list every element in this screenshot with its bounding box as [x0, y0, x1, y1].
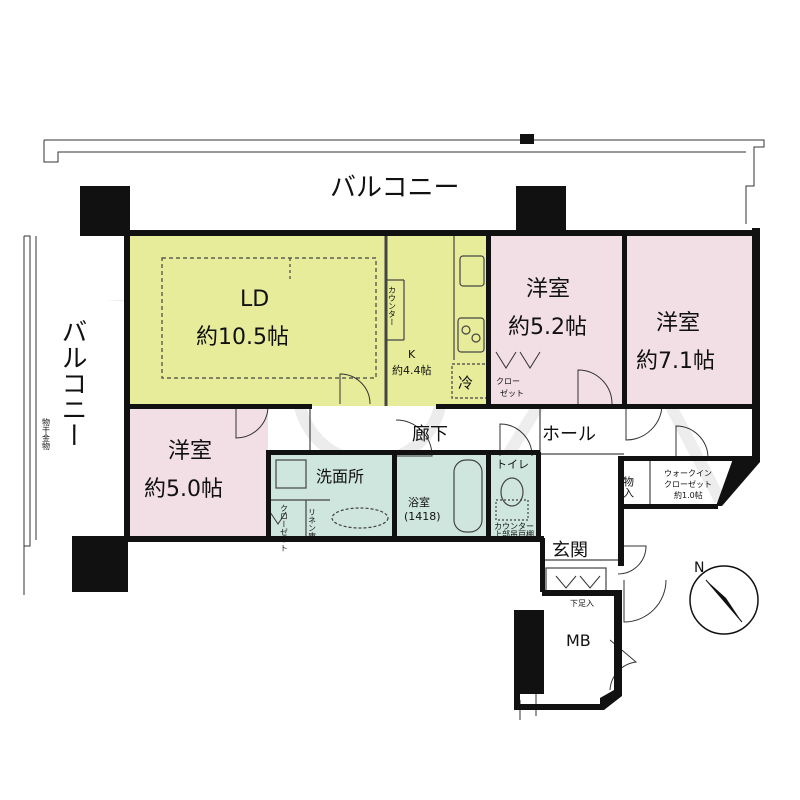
balcony-top-label: バルコニー [330, 173, 459, 203]
bedroom-71 [626, 232, 754, 406]
interior-lines [161, 236, 651, 595]
bedroom-52 [490, 234, 624, 406]
toilet-fill [490, 454, 538, 538]
north-label: N [694, 560, 704, 576]
closet-52-label-2: ゼット [500, 388, 524, 398]
bedroom-50-size: 約5.0帖 [144, 477, 223, 502]
kitchen-room [386, 236, 488, 406]
balcony-left-label: バルコニー [57, 318, 87, 448]
drying-rack-label: 物干金物 [42, 417, 51, 451]
closet-50-label: クローゼット [280, 504, 289, 552]
door-swings [235, 351, 709, 720]
corridor-label: 廊下 [412, 424, 448, 445]
svg-text:バルコニー: バルコニー [57, 318, 87, 448]
walkin-label-2: クローゼット [664, 479, 712, 489]
balcony-top-outline [43, 134, 765, 224]
walkin-label-1: ウォークイン [664, 469, 712, 478]
hall-label: ホール [542, 424, 596, 445]
bath-fill [396, 454, 488, 538]
toilet-label: トイレ [496, 458, 529, 471]
entrance-label: 玄関 [552, 540, 588, 561]
linen-label: リネン庫 [308, 508, 317, 541]
bedroom-50 [128, 408, 268, 536]
bedroom-50-name: 洋室 [168, 439, 212, 464]
bedroom-52-size: 約5.2帖 [508, 315, 587, 340]
bedroom-71-size: 約7.1帖 [636, 349, 715, 374]
closet-52-label-1: クロー [496, 377, 520, 386]
bath-spec: (1418) [404, 510, 441, 523]
walls [72, 186, 760, 710]
ld-size: 約10.5帖 [196, 325, 289, 350]
shoe-storage-label: 下足入 [570, 599, 594, 608]
ld-name: LD [240, 287, 269, 312]
north-arrow-icon: N [689, 560, 759, 635]
washroom-label: 洗面所 [316, 467, 364, 486]
toilet-counter-label-2: 上部吊戸棚 [494, 529, 534, 539]
toilet-counter-label-1: カウンター [494, 522, 534, 531]
kitchen-name: K [408, 348, 416, 361]
bedroom-52-name: 洋室 [526, 277, 570, 302]
bath-name: 浴室 [408, 495, 430, 509]
mb-label: MB [566, 631, 591, 650]
kitchen-size: 約4.4帖 [392, 363, 432, 377]
balcony-left-outline [23, 235, 37, 595]
fridge-label: 冷 [458, 374, 473, 392]
walkin-label-3: 約1.0帖 [674, 490, 703, 500]
storage-label: 物入 [622, 475, 635, 498]
counter-label: カウンター [388, 286, 397, 326]
bedroom-71-name: 洋室 [656, 311, 700, 336]
washroom-fill [270, 454, 394, 538]
